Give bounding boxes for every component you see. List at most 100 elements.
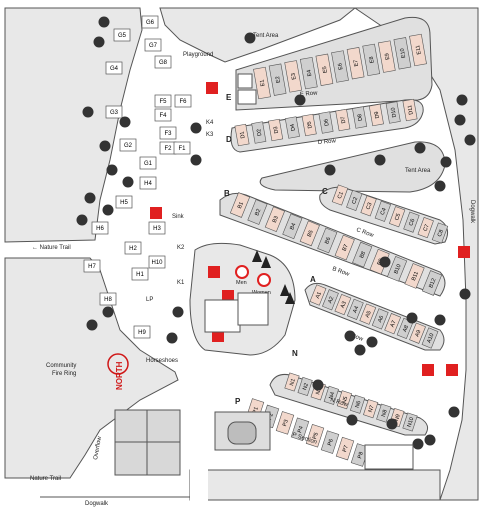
- campsite-f5[interactable]: F5: [154, 94, 172, 108]
- campsite-h3[interactable]: H3: [148, 221, 166, 235]
- campsite-e1[interactable]: E1: [253, 66, 271, 100]
- campsite-pad: [154, 94, 172, 108]
- campsite-pad: [251, 121, 267, 144]
- tree-icon: [354, 344, 366, 356]
- campsite-h7[interactable]: H7: [83, 259, 101, 273]
- campsite-e11[interactable]: E11: [409, 33, 427, 67]
- campsite-e8[interactable]: E8: [362, 43, 381, 77]
- campsite-h6[interactable]: H6: [91, 221, 109, 235]
- campsite-n5[interactable]: N5: [336, 390, 353, 410]
- campsite-g4[interactable]: G4: [105, 61, 123, 75]
- campsite-e3[interactable]: E3: [284, 60, 303, 93]
- campsite-label: E10: [400, 48, 408, 59]
- campsite-h2[interactable]: H2: [124, 241, 142, 255]
- campsite-g8[interactable]: G8: [154, 55, 172, 69]
- campsite-c4[interactable]: C4: [374, 200, 392, 222]
- campsite-p6[interactable]: P6: [320, 430, 340, 454]
- campsite-pad: [144, 38, 162, 52]
- campsite-e4[interactable]: E4: [299, 56, 318, 90]
- campsite-pad: [409, 33, 427, 67]
- campsite-b11[interactable]: B11: [404, 263, 425, 289]
- campsite-n7[interactable]: N7: [363, 399, 379, 419]
- campsite-g2[interactable]: G2: [119, 138, 137, 152]
- campsite-g5[interactable]: G5: [113, 28, 131, 42]
- campsite-h10[interactable]: H10: [148, 255, 166, 269]
- campsite-h8[interactable]: H8: [99, 292, 117, 306]
- campsite-n6[interactable]: N6: [349, 394, 366, 414]
- tree-icon: [86, 319, 98, 331]
- campsite-a3[interactable]: A3: [334, 293, 352, 316]
- campsite-d1[interactable]: D1: [234, 123, 250, 147]
- campsite-b1[interactable]: B1: [229, 192, 251, 218]
- campsite-n2[interactable]: N2: [297, 376, 313, 396]
- campsite-d2[interactable]: D2: [251, 121, 267, 144]
- campsite-b4[interactable]: B4: [282, 213, 303, 240]
- campsite-a5[interactable]: A5: [359, 303, 377, 325]
- campsite-d5[interactable]: D5: [301, 113, 317, 137]
- campsite-c6[interactable]: C6: [403, 211, 420, 233]
- campsite-b2[interactable]: B2: [247, 199, 268, 225]
- campsite-n4[interactable]: N4: [323, 385, 339, 405]
- campsite-g6[interactable]: G6: [141, 15, 159, 29]
- campsite-e10[interactable]: E10: [393, 37, 412, 70]
- campsite-c8[interactable]: C8: [431, 222, 449, 244]
- campsite-a6[interactable]: A6: [371, 308, 389, 330]
- campsite-f6[interactable]: F6: [174, 94, 192, 108]
- campsite-e2[interactable]: E2: [268, 63, 287, 96]
- tree-icon: [434, 314, 446, 326]
- campsite-d9[interactable]: D9: [368, 103, 384, 127]
- campsite-b10[interactable]: B10: [387, 255, 408, 282]
- campsite-f1[interactable]: F1: [173, 141, 191, 155]
- campsite-g3[interactable]: G3: [105, 105, 123, 119]
- campsite-a4[interactable]: A4: [346, 298, 364, 320]
- campsite-label: E3: [291, 72, 298, 80]
- campsite-e5[interactable]: E5: [315, 53, 334, 86]
- campsite-a2[interactable]: A2: [322, 289, 339, 311]
- campsite-d8[interactable]: D8: [352, 106, 368, 129]
- campsite-c7[interactable]: C7: [417, 217, 434, 239]
- campsite-f4[interactable]: F4: [154, 108, 172, 122]
- campsite-b6[interactable]: B6: [317, 227, 338, 254]
- campsite-c3[interactable]: C3: [360, 195, 377, 217]
- campsite-b12[interactable]: B12: [421, 270, 443, 296]
- campsite-f3[interactable]: F3: [159, 126, 177, 140]
- campsite-d10[interactable]: D10: [385, 101, 401, 124]
- campsite-label: G2: [124, 143, 133, 149]
- campsite-d6[interactable]: D6: [318, 111, 334, 134]
- campsite-a10[interactable]: A10: [421, 327, 439, 349]
- campsite-p7[interactable]: P7: [335, 436, 355, 461]
- campsite-d3[interactable]: D3: [268, 118, 284, 142]
- campsite-pad: [349, 394, 366, 414]
- campsite-g1[interactable]: G1: [139, 156, 157, 170]
- campsite-h1[interactable]: H1: [131, 267, 149, 281]
- campsite-n10[interactable]: N10: [402, 412, 418, 432]
- campsite-n8[interactable]: N8: [376, 403, 392, 423]
- campsite-b3[interactable]: B3: [264, 206, 285, 233]
- campsite-e9[interactable]: E9: [377, 40, 396, 73]
- campsite-c1[interactable]: C1: [331, 184, 349, 206]
- campsite-p5[interactable]: P5: [305, 423, 325, 448]
- campsite-h5[interactable]: H5: [115, 195, 133, 209]
- campsite-c5[interactable]: C5: [388, 206, 406, 228]
- campsite-a7[interactable]: A7: [384, 313, 402, 335]
- campsite-a9[interactable]: A9: [409, 322, 426, 344]
- campsite-f2[interactable]: F2: [159, 141, 177, 155]
- campsite-d4[interactable]: D4: [284, 116, 300, 139]
- campsite-e6[interactable]: E6: [331, 50, 349, 83]
- fire-extinguisher-icon: [208, 266, 220, 278]
- campsite-b8[interactable]: B8: [352, 241, 373, 268]
- campsite-h9[interactable]: H9: [133, 325, 151, 339]
- campsite-c2[interactable]: C2: [346, 189, 363, 211]
- campsite-e7[interactable]: E7: [346, 47, 365, 80]
- campsite-p4[interactable]: P4: [290, 417, 310, 442]
- campsite-b7[interactable]: B7: [334, 234, 355, 261]
- campsite-g7[interactable]: G7: [144, 38, 162, 52]
- campsite-n1[interactable]: N1: [284, 372, 300, 392]
- campsite-h4[interactable]: H4: [139, 176, 157, 190]
- dogwalk-label: Dogwalk: [469, 200, 475, 224]
- campsite-d7[interactable]: D7: [335, 108, 351, 132]
- campsite-b5[interactable]: B5: [299, 220, 320, 247]
- campsite-p3[interactable]: P3: [275, 411, 295, 435]
- campsite-d11[interactable]: D11: [402, 98, 418, 122]
- campsite-a1[interactable]: A1: [309, 284, 327, 306]
